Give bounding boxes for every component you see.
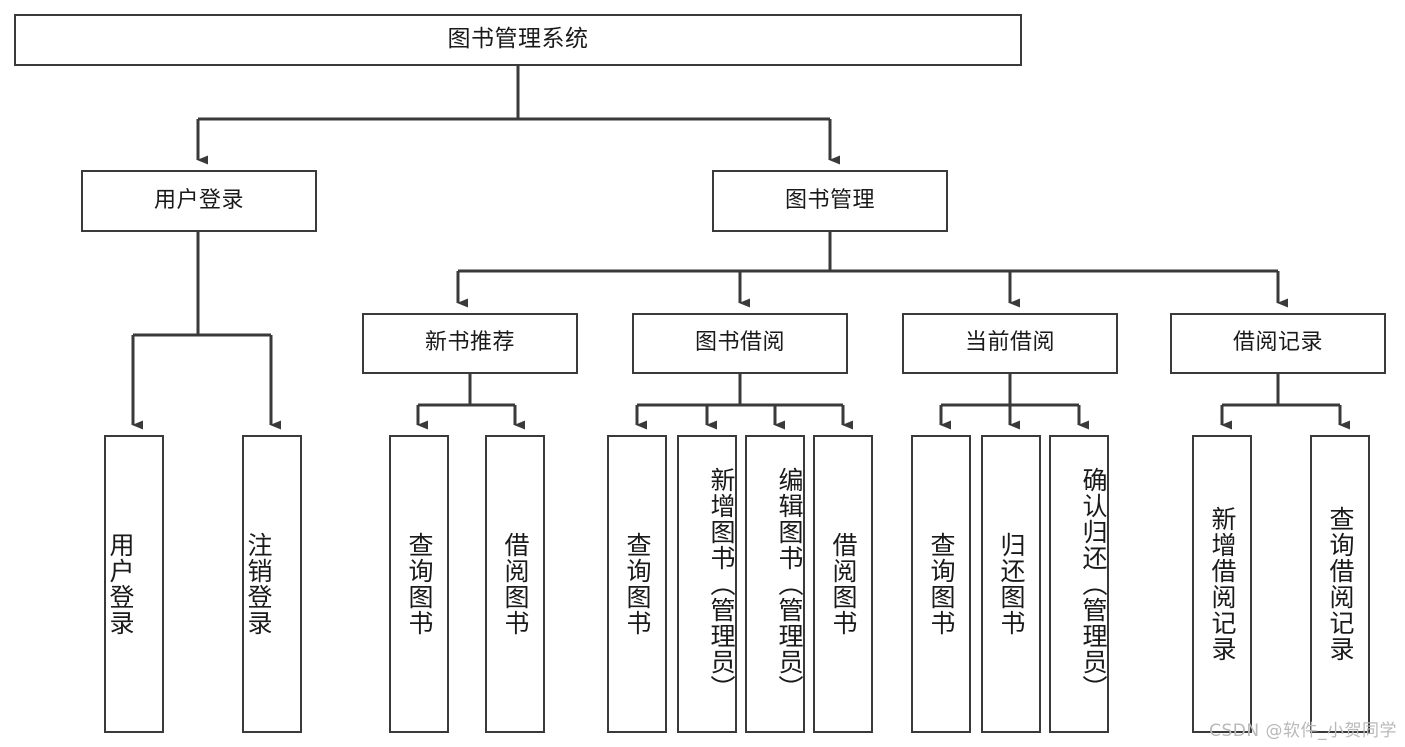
node-book-manage-label: 图书管理	[784, 187, 875, 213]
node-new-book-recommend-label: 新书推荐	[424, 330, 515, 356]
leaf-book-borrow-borrow[interactable]: 借阅图书	[813, 435, 873, 733]
leaf-book-borrow-query-label: 查询图书	[623, 532, 652, 636]
leaf-borrow-record-add-label: 新增借阅记录	[1208, 506, 1237, 662]
leaf-user-login-logout[interactable]: 注销登录	[242, 435, 302, 733]
leaf-user-login-login-label: 用户登录	[106, 532, 135, 636]
node-borrow-record-label: 借阅记录	[1232, 330, 1323, 356]
leaf-book-borrow-add-label: 新增图书（管理员）	[707, 467, 736, 701]
leaf-current-borrow-confirm-label: 确认归还（管理员）	[1079, 467, 1108, 701]
leaf-new-book-borrow[interactable]: 借阅图书	[485, 435, 545, 733]
leaf-book-borrow-edit[interactable]: 编辑图书（管理员）	[745, 435, 805, 733]
leaf-book-borrow-query[interactable]: 查询图书	[607, 435, 667, 733]
node-user-login-label: 用户登录	[153, 187, 244, 213]
leaf-current-borrow-return-label: 归还图书	[997, 532, 1026, 636]
node-root-system-label: 图书管理系统	[447, 26, 589, 53]
leaf-user-login-login[interactable]: 用户登录	[104, 435, 164, 733]
node-user-login[interactable]: 用户登录	[81, 170, 317, 232]
leaf-new-book-query-label: 查询图书	[405, 532, 434, 636]
node-book-borrow[interactable]: 图书借阅	[632, 313, 848, 374]
watermark-credit: CSDN @软件_小贺同学	[1209, 721, 1397, 741]
leaf-current-borrow-confirm[interactable]: 确认归还（管理员）	[1049, 435, 1109, 733]
node-borrow-record[interactable]: 借阅记录	[1170, 313, 1386, 374]
leaf-user-login-logout-label: 注销登录	[244, 532, 273, 636]
leaf-new-book-query[interactable]: 查询图书	[389, 435, 449, 733]
leaf-current-borrow-query-label: 查询图书	[927, 532, 956, 636]
node-current-borrow-label: 当前借阅	[964, 330, 1055, 356]
node-book-borrow-label: 图书借阅	[694, 330, 785, 356]
node-root-system[interactable]: 图书管理系统	[14, 14, 1022, 66]
leaf-borrow-record-query[interactable]: 查询借阅记录	[1310, 435, 1370, 733]
leaf-borrow-record-query-label: 查询借阅记录	[1326, 506, 1355, 662]
node-new-book-recommend[interactable]: 新书推荐	[362, 313, 578, 374]
leaf-borrow-record-add[interactable]: 新增借阅记录	[1192, 435, 1252, 733]
leaf-new-book-borrow-label: 借阅图书	[501, 532, 530, 636]
node-current-borrow[interactable]: 当前借阅	[902, 313, 1118, 374]
leaf-current-borrow-return[interactable]: 归还图书	[981, 435, 1041, 733]
leaf-current-borrow-query[interactable]: 查询图书	[911, 435, 971, 733]
leaf-book-borrow-borrow-label: 借阅图书	[829, 532, 858, 636]
leaf-book-borrow-edit-label: 编辑图书（管理员）	[775, 467, 804, 701]
leaf-book-borrow-add[interactable]: 新增图书（管理员）	[677, 435, 737, 733]
node-book-manage[interactable]: 图书管理	[712, 170, 948, 232]
